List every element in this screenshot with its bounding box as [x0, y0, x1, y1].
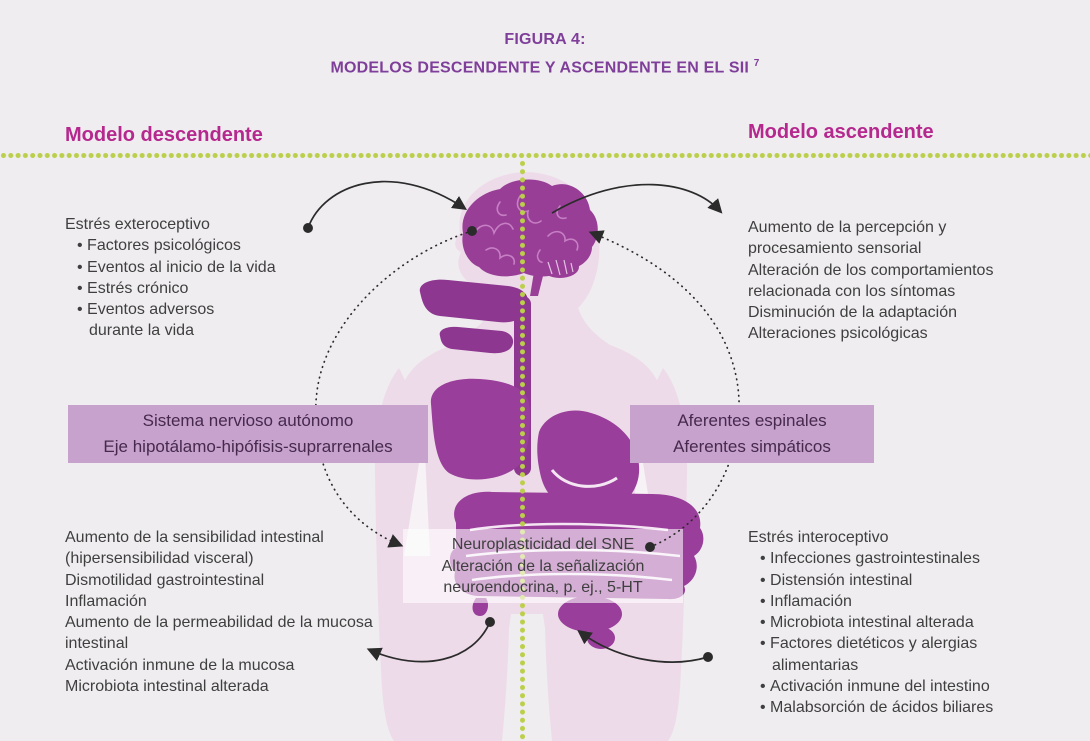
- perception-lines: Aumento de la percepción y procesamiento…: [748, 217, 1068, 345]
- exteroceptive-item: Factores psicológicos: [65, 235, 395, 256]
- interoceptive-item: Activación inmune del intestino: [748, 676, 1068, 697]
- stomach-illustration: [537, 410, 640, 514]
- arrow-brain-to-perception: [551, 183, 723, 214]
- interoceptive-item: Malabsorción de ácidos biliares: [748, 697, 1068, 718]
- horizontal-dotted-divider: [0, 152, 1090, 159]
- intestinal-effect-line: Dismotilidad gastrointestinal: [65, 571, 265, 589]
- intestinal-effect-line: Inflamación: [65, 592, 147, 610]
- interoceptive-stress-title: Estrés interoceptivo: [748, 529, 889, 546]
- intestinal-effect-line: Microbiota intestinal alterada: [65, 678, 269, 696]
- interoceptive-item: Infecciones gastrointestinales: [748, 548, 1068, 569]
- intestinal-effects-block: Aumento de la sensibilidad intestinal (h…: [65, 527, 425, 697]
- intestinal-effect-line: Aumento de la permeabilidad de la mucosa…: [65, 614, 373, 653]
- perception-line: Disminución de la adaptación: [748, 304, 958, 322]
- figure-title-line1: FIGURA 4:: [504, 31, 586, 48]
- perception-line: Aumento de la percepción y procesamiento…: [748, 219, 947, 258]
- exteroceptive-item: Estrés crónico: [65, 278, 395, 299]
- esophagus-illustration: [419, 279, 531, 476]
- exteroceptive-item: Eventos adversos durante la vida: [65, 299, 395, 342]
- arrow-interoceptive-to-gut: [577, 629, 713, 663]
- exteroceptive-item: Eventos al inicio de la vida: [65, 257, 395, 278]
- neuroplasticity-lines: Neuroplasticidad del SNE Alteración de la…: [403, 534, 683, 599]
- afferents-box-line1: Aferentes espinales: [677, 411, 827, 430]
- neuroplasticity-line: Alteración de la señalización: [441, 557, 645, 575]
- ans-box-line1: Sistema nervioso autónomo: [142, 411, 354, 430]
- brainstem: [530, 272, 544, 296]
- figure-title: FIGURA 4: MODELOS DESCENDENTE Y ASCENDEN…: [0, 28, 1090, 80]
- intestinal-effect-line: Activación inmune de la mucosa: [65, 656, 295, 674]
- vertical-dotted-divider: [519, 160, 526, 741]
- exteroceptive-stress-block: Estrés exteroceptivo Factores psicológic…: [65, 214, 395, 342]
- interoceptive-item: Distensión intestinal: [748, 570, 1068, 591]
- ascending-pathway-arc: [588, 230, 740, 552]
- interoceptive-item: Microbiota intestinal alterada: [748, 612, 1068, 633]
- neuroplasticity-line: neuroendocrina, p. ej., 5-HT: [443, 579, 643, 596]
- intestinal-effect-line: Aumento de la sensibilidad intestinal (h…: [65, 529, 324, 568]
- interoceptive-item: Factores dietéticos y alergias alimentar…: [748, 633, 1068, 676]
- exteroceptive-stress-title: Estrés exteroceptivo: [65, 216, 210, 233]
- heading-descending-model: Modelo descendente: [65, 124, 263, 146]
- spinal-afferents-box: Aferentes espinales Aferentes simpáticos: [630, 405, 874, 463]
- perception-block: Aumento de la percepción y procesamiento…: [748, 217, 1068, 345]
- perception-line: Alteraciones psicológicas: [748, 325, 928, 343]
- brain-illustration: [462, 179, 598, 296]
- exteroceptive-stress-list: Factores psicológicosEventos al inicio d…: [65, 235, 395, 341]
- ans-box-line2: Eje hipotálamo-hipófisis-suprarrenales: [103, 437, 393, 456]
- liver-illustration: [430, 378, 531, 480]
- intestinal-effects-lines: Aumento de la sensibilidad intestinal (h…: [65, 527, 425, 697]
- neuroplasticity-line: Neuroplasticidad del SNE: [451, 536, 635, 553]
- interoceptive-stress-block: Estrés interoceptivo Infecciones gastroi…: [748, 527, 1068, 719]
- neuroplasticity-caption: Neuroplasticidad del SNE Alteración de la…: [403, 534, 683, 599]
- figure-title-line2: MODELOS DESCENDENTE Y ASCENDENTE EN EL S…: [330, 58, 760, 77]
- autonomic-nervous-system-box: Sistema nervioso autónomo Eje hipotálamo…: [68, 405, 428, 463]
- afferents-box-line2: Aferentes simpáticos: [673, 437, 831, 456]
- heading-ascending-model: Modelo ascendente: [748, 121, 934, 143]
- interoceptive-stress-list: Infecciones gastrointestinalesDistensión…: [748, 548, 1068, 718]
- interoceptive-item: Inflamación: [748, 591, 1068, 612]
- perception-line: Alteración de los comportamientos relaci…: [748, 261, 994, 300]
- figure-reference: 7: [753, 58, 760, 69]
